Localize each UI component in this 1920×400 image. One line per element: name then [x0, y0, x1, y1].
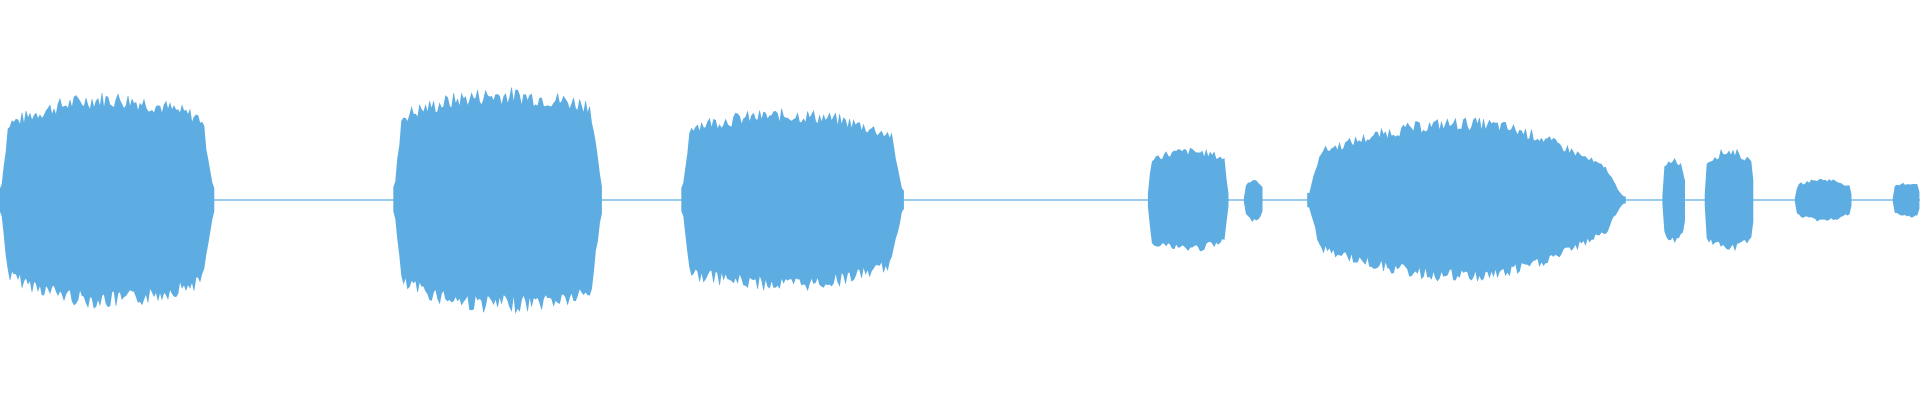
waveform-segment-9	[1794, 178, 1852, 222]
waveform-segment-2	[393, 87, 602, 314]
waveform-segment-5	[1243, 179, 1263, 222]
waveform-segment-8	[1704, 148, 1754, 252]
waveform-segment-3	[681, 108, 904, 292]
waveform-segment-1	[0, 92, 215, 309]
waveform-segment-7	[1662, 157, 1685, 243]
waveform-segment-6	[1307, 117, 1626, 282]
waveform-segment-10	[1892, 182, 1920, 218]
waveform-body	[0, 87, 1920, 314]
waveform-segment-4	[1147, 147, 1229, 252]
